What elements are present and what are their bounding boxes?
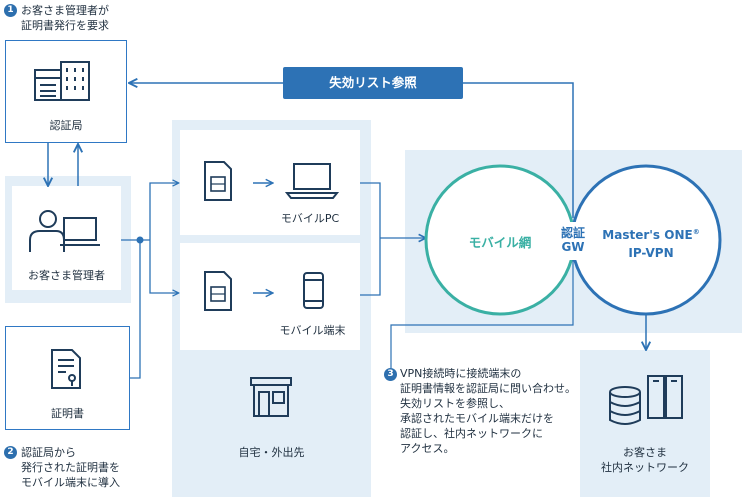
- building-icon: [34, 61, 90, 101]
- step-2-line-2: 発行された証明書を: [21, 461, 120, 474]
- step-3-line-1: VPN接続時に接続端末の: [400, 367, 522, 380]
- ca-label: 認証局: [49, 119, 83, 132]
- ip-vpn-label-2: IP-VPN: [628, 246, 674, 260]
- registered-mark: ®: [692, 228, 700, 236]
- gw-inquiry-line: [390, 260, 574, 368]
- server-rack-icon: [647, 375, 683, 419]
- home-label: 自宅・外出先: [238, 446, 305, 459]
- mobile-terminal-label: モバイル端末: [279, 324, 346, 337]
- step-2-line-1: 認証局から: [21, 446, 76, 459]
- mobile-pc-label: モバイルPC: [280, 212, 340, 225]
- admin-person-icon: [29, 210, 100, 252]
- step-3-line-2: 証明書情報を認証局に問い合わせ。: [400, 382, 576, 395]
- corp-panel: [580, 350, 710, 497]
- ip-vpn-brand: Master's ONE: [602, 228, 693, 242]
- revocation-arrow: [130, 83, 574, 218]
- step-3-badge: 3: [384, 368, 397, 381]
- smartphone-icon: [303, 272, 324, 309]
- shop-icon: [250, 377, 292, 417]
- certificate-document-icon: [51, 349, 81, 389]
- distribution-lines: [121, 183, 178, 379]
- revocation-list-bar: 失効リスト参照: [283, 67, 463, 99]
- admin-label: お客さま管理者: [28, 269, 105, 282]
- corp-network-label-2: 社内ネットワーク: [601, 461, 689, 474]
- ca-admin-arrows: [48, 143, 78, 186]
- mobile-network-label: モバイル網: [468, 235, 532, 250]
- step-2-badge: 2: [4, 446, 17, 459]
- database-icon: [609, 386, 641, 425]
- certificate-authority-box: [5, 40, 127, 143]
- junction-dot: [136, 236, 144, 244]
- auth-gw-label-2: GW: [561, 240, 585, 254]
- device-network-lines: [360, 182, 425, 296]
- step-2-line-3: モバイル端末に導入: [21, 476, 120, 489]
- step-3-line-5: 認証し、社内ネットワークに: [400, 427, 543, 440]
- step-3-line-4: 承認されたモバイル端末だけを: [400, 412, 554, 425]
- device-arrows: [253, 183, 272, 293]
- laptop-icon: [284, 163, 340, 199]
- step-3-line-3: 失効リストを参照し、: [400, 397, 510, 410]
- step-1-badge: 1: [4, 4, 17, 17]
- step-1-line-2: 証明書発行を要求: [21, 19, 109, 32]
- corp-network-label-1: お客さま: [623, 446, 667, 459]
- step-3-line-6: アクセス。: [400, 442, 455, 455]
- ip-vpn-label-1: Master's ONE®: [596, 228, 706, 242]
- sim-card-icon-pc: [204, 161, 232, 201]
- auth-gw-label-1: 認証: [560, 226, 585, 240]
- sim-card-icon-terminal: [204, 271, 232, 311]
- certificate-box: [5, 326, 130, 430]
- certificate-label: 証明書: [51, 407, 84, 420]
- auth-gw-badge: [558, 222, 588, 260]
- step-1-line-1: お客さま管理者が: [21, 4, 109, 17]
